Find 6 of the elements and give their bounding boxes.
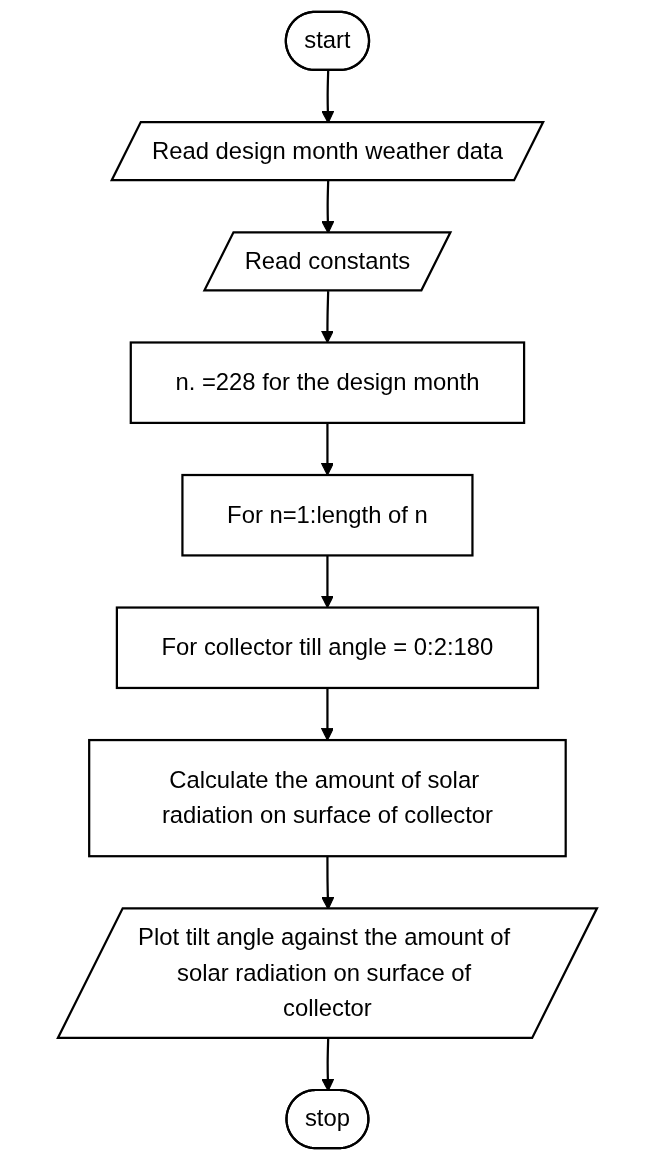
node-box: Calculate the amount of solar radiation on surface of collector <box>88 738 567 858</box>
node-box: For n=1:length of n <box>181 473 474 557</box>
arrow <box>320 687 335 741</box>
node-box: n. =228 for the design month <box>129 341 526 424</box>
arrow <box>320 422 335 476</box>
node-box: For collector till angle = 0:2:180 <box>115 606 540 690</box>
